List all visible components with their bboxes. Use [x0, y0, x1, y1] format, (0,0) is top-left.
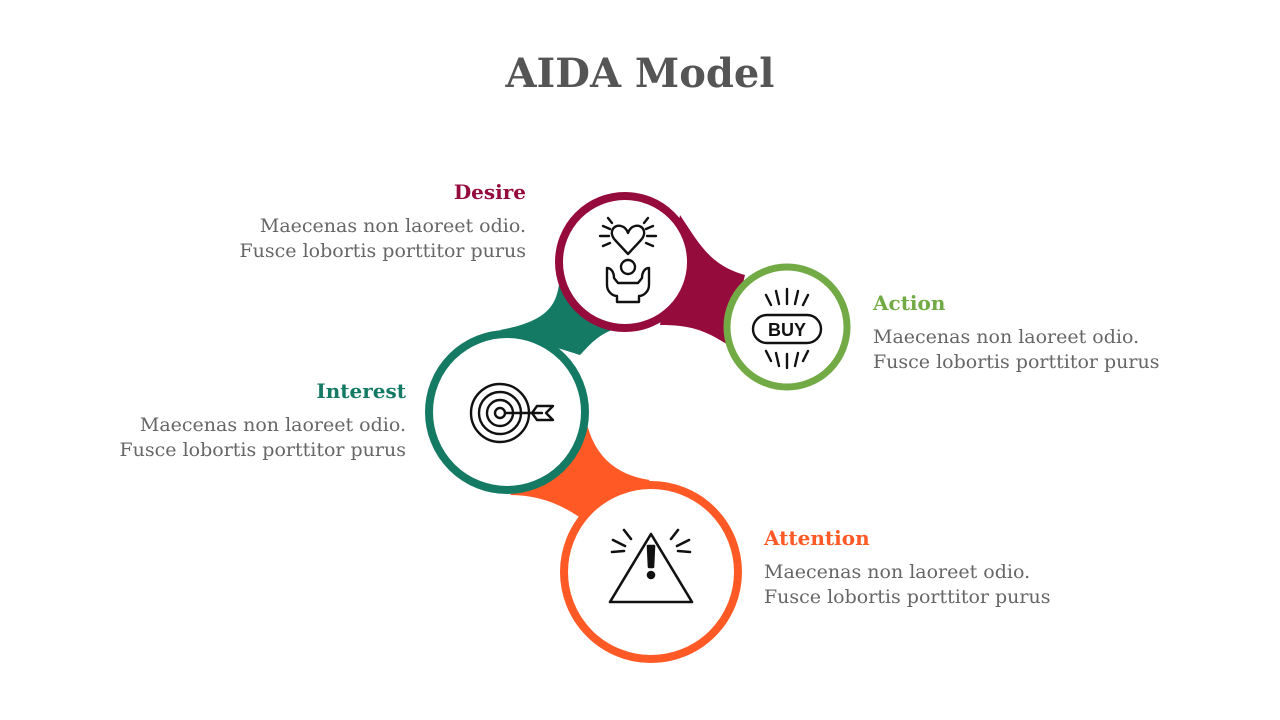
desire-description-line-2: Fusce lobortis porttitor purus	[239, 240, 527, 262]
buy-icon	[751, 287, 823, 370]
attention-description-line-2: Fusce lobortis porttitor purus	[764, 586, 1051, 608]
attention-label: Attention	[764, 526, 870, 550]
warning-icon	[608, 528, 694, 604]
action-label: Action	[873, 291, 946, 315]
action-description-line-1: Maecenas non laoreet odio.	[873, 326, 1140, 348]
desire-description-line-1: Maecenas non laoreet odio.	[259, 215, 526, 237]
action-circle	[723, 263, 851, 391]
action-text-block: Action Maecenas non laoreet odio. Fusce …	[873, 291, 1160, 375]
attention-text-block: Attention Maecenas non laoreet odio. Fus…	[764, 526, 1051, 610]
interest-text-block: Interest Maecenas non laoreet odio. Fusc…	[120, 379, 407, 463]
buy-icon-text: BUY	[768, 320, 806, 340]
page-title: AIDA Model	[505, 50, 775, 97]
attention-description-line-1: Maecenas non laoreet odio.	[764, 561, 1031, 583]
interest-label: Interest	[316, 379, 406, 403]
connector-interest-desire	[500, 265, 630, 355]
interest-description-line-2: Fusce lobortis porttitor purus	[119, 439, 407, 461]
heart-hands-icon	[598, 216, 658, 304]
interest-description-line-1: Maecenas non laoreet odio.	[139, 414, 406, 436]
desire-text-block: Desire Maecenas non laoreet odio. Fusce …	[240, 180, 527, 264]
target-icon	[469, 382, 555, 444]
desire-label: Desire	[453, 180, 526, 204]
action-description-line-2: Fusce lobortis porttitor purus	[873, 351, 1160, 373]
